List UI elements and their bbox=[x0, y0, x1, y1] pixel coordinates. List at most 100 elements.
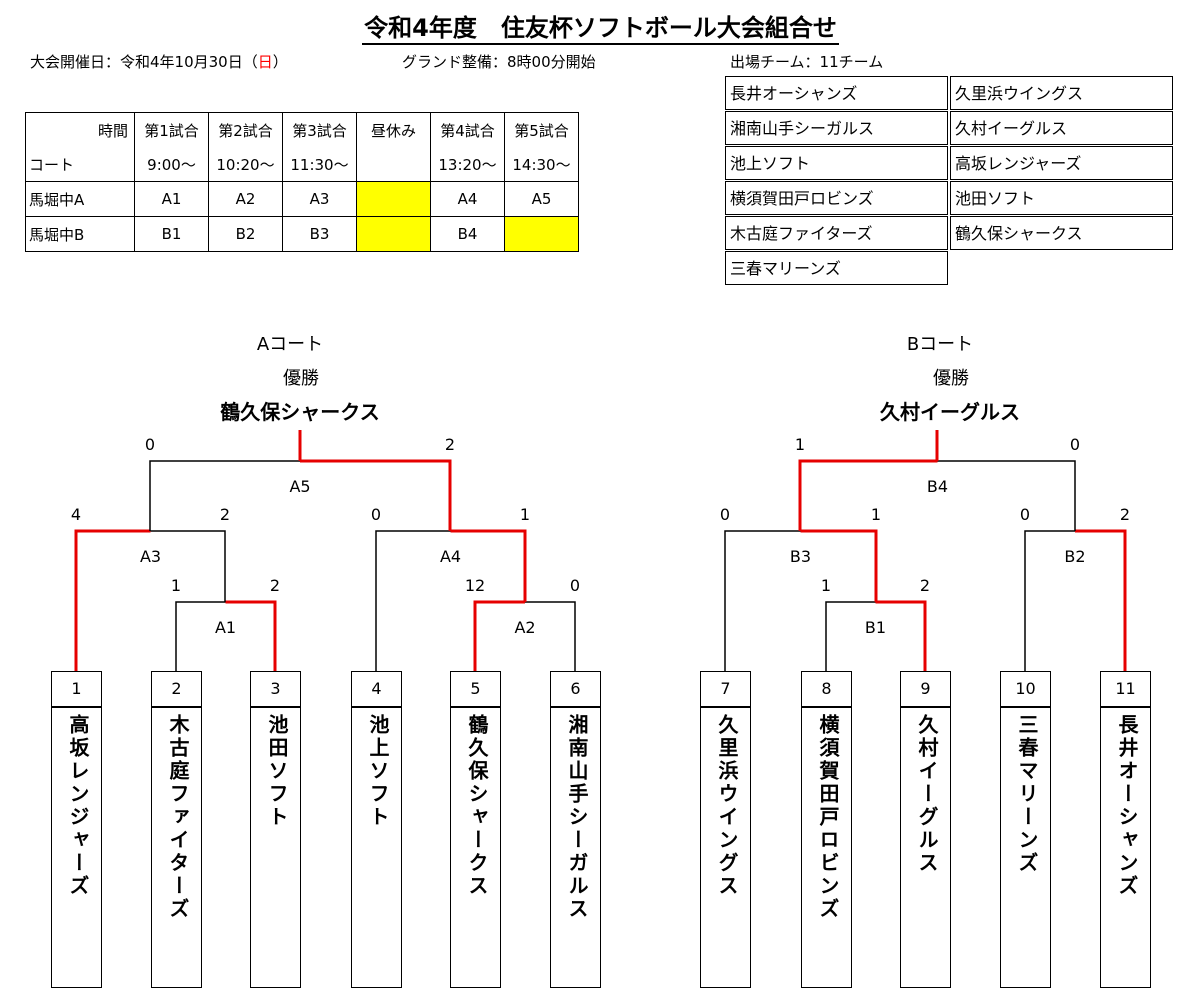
ground-maintenance: グランド整備：8時00分開始 bbox=[402, 53, 596, 71]
match-label-a1: A1 bbox=[215, 618, 236, 637]
score-b1-left: 1 bbox=[821, 576, 831, 595]
time-lunch bbox=[356, 147, 431, 182]
entry-team-name: 三春マリーンズ bbox=[1015, 714, 1039, 875]
time-game-2: 10:20～ bbox=[208, 147, 283, 182]
team-list-item: 長井オーシャンズ bbox=[725, 76, 948, 110]
court-b-label-title: Bコート bbox=[906, 334, 974, 355]
score-a2-right: 0 bbox=[570, 576, 580, 595]
entry-number: 3 bbox=[251, 672, 300, 708]
court-a-lunch-cell bbox=[356, 181, 431, 217]
match-label-b3: B3 bbox=[790, 547, 811, 566]
time-game-5: 14:30～ bbox=[504, 147, 579, 182]
corner-court-label: コート bbox=[25, 147, 135, 182]
bracket-lines bbox=[74, 430, 1127, 671]
entry-number: 2 bbox=[152, 672, 201, 708]
court-b-game-2: B2 bbox=[208, 216, 283, 252]
score-b2-left: 0 bbox=[1020, 505, 1030, 524]
court-b-lunch-cell bbox=[356, 216, 431, 252]
score-a3-right: 2 bbox=[220, 505, 230, 524]
entry-team-name: 湘南山手シーガルス bbox=[565, 714, 589, 921]
entry-box: 9 久村イーグルス bbox=[900, 671, 951, 988]
winner-line-b4 bbox=[798, 459, 938, 531]
entry-team-name: 久里浜ウイングス bbox=[715, 714, 739, 898]
court-b-game-5-empty bbox=[504, 216, 579, 252]
court-a-label: 馬堀中A bbox=[25, 181, 135, 217]
time-game-4: 13:20～ bbox=[430, 147, 505, 182]
score-a5-right: 2 bbox=[445, 435, 455, 454]
court-b-label: 馬堀中B bbox=[25, 216, 135, 252]
score-a4-right: 1 bbox=[520, 505, 530, 524]
team-list-item: 横須賀田戸ロビンズ bbox=[725, 181, 948, 215]
header-game-5: 第5試合 bbox=[504, 112, 579, 147]
header-game-4: 第4試合 bbox=[430, 112, 505, 147]
match-label-a2: A2 bbox=[514, 618, 535, 637]
page-title: 令和4年度 住友杯ソフトボール大会組合せ bbox=[0, 8, 1201, 45]
court-b-game-3: B3 bbox=[282, 216, 357, 252]
entry-team-name: 横須賀田戸ロビンズ bbox=[816, 714, 840, 921]
schedule-table: 時間 第1試合 第2試合 第3試合 昼休み 第4試合 第5試合 コート 9:00… bbox=[25, 112, 579, 252]
court-a-game-1: A1 bbox=[134, 181, 209, 217]
match-label-b1: B1 bbox=[865, 618, 886, 637]
score-a3-left: 4 bbox=[71, 505, 81, 524]
score-a1-left: 1 bbox=[171, 576, 181, 595]
match-label-a4: A4 bbox=[440, 547, 461, 566]
team-list-item: 湘南山手シーガルス bbox=[725, 111, 948, 145]
team-list-item: 久里浜ウイングス bbox=[950, 76, 1173, 110]
entry-team-name: 久村イーグルス bbox=[915, 714, 939, 875]
entry-team-name: 池田ソフト bbox=[265, 714, 289, 829]
team-list-item: 木古庭ファイターズ bbox=[725, 216, 948, 250]
match-label-a3: A3 bbox=[140, 547, 161, 566]
winner-line-b1 bbox=[875, 600, 927, 671]
court-a-champion-label: 優勝 bbox=[283, 368, 319, 389]
time-game-1: 9:00～ bbox=[134, 147, 209, 182]
score-a1-right: 2 bbox=[270, 576, 280, 595]
time-game-3: 11:30～ bbox=[282, 147, 357, 182]
match-label-b2: B2 bbox=[1064, 547, 1085, 566]
corner-time-label: 時間 bbox=[25, 112, 135, 147]
entry-number: 1 bbox=[52, 672, 101, 708]
entry-number: 8 bbox=[802, 672, 851, 708]
entry-box: 10 三春マリーンズ bbox=[1000, 671, 1051, 988]
match-label-b4: B4 bbox=[927, 477, 948, 496]
bracket-line-a5 bbox=[149, 460, 451, 531]
header-game-2: 第2試合 bbox=[208, 112, 283, 147]
court-a-game-3: A3 bbox=[282, 181, 357, 217]
winner-line-a3 bbox=[74, 529, 151, 671]
team-list-item: 三春マリーンズ bbox=[725, 251, 948, 285]
match-label-a5: A5 bbox=[289, 477, 310, 496]
entry-team-name: 高坂レンジャーズ bbox=[66, 714, 90, 898]
team-list-item: 池田ソフト bbox=[950, 181, 1173, 215]
entry-box: 3 池田ソフト bbox=[250, 671, 301, 988]
winner-line-a1 bbox=[225, 600, 277, 671]
score-b4-left: 1 bbox=[795, 435, 805, 454]
court-b-champion: 久村イーグルス bbox=[880, 400, 1020, 424]
score-a2-left: 12 bbox=[465, 576, 485, 595]
team-list-item: 鶴久保シャークス bbox=[950, 216, 1173, 250]
bracket-line-b4 bbox=[799, 460, 1076, 531]
winner-line-b3 bbox=[800, 529, 878, 602]
event-date: 大会開催日：令和4年10月30日（日） bbox=[30, 53, 288, 71]
entry-number: 5 bbox=[451, 672, 500, 708]
court-b-game-4: B4 bbox=[430, 216, 505, 252]
court-b-champion-label: 優勝 bbox=[933, 368, 969, 389]
score-a5-left: 0 bbox=[145, 435, 155, 454]
team-list-item: 池上ソフト bbox=[725, 146, 948, 180]
team-list: 長井オーシャンズ 湘南山手シーガルス 池上ソフト 横須賀田戸ロビンズ 木古庭ファ… bbox=[725, 76, 1174, 286]
court-a-game-5: A5 bbox=[504, 181, 579, 217]
team-count: 出場チーム：11チーム bbox=[730, 53, 884, 71]
winner-line-b2 bbox=[1075, 529, 1127, 671]
entry-number: 9 bbox=[901, 672, 950, 708]
court-a-champion: 鶴久保シャークス bbox=[220, 400, 380, 424]
score-b3-left: 0 bbox=[720, 505, 730, 524]
score-b4-right: 0 bbox=[1070, 435, 1080, 454]
entry-number: 10 bbox=[1001, 672, 1050, 708]
court-a-label-title: Aコート bbox=[256, 334, 324, 355]
team-list-item: 高坂レンジャーズ bbox=[950, 146, 1173, 180]
court-b-game-1: B1 bbox=[134, 216, 209, 252]
entry-team-name: 鶴久保シャークス bbox=[465, 714, 489, 898]
entry-team-name: 池上ソフト bbox=[366, 714, 390, 829]
